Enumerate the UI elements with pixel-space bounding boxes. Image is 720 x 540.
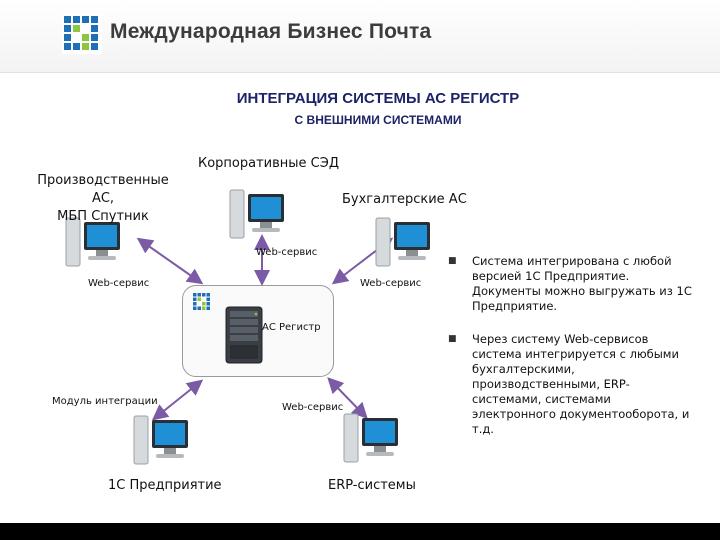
node-label-accounting: Бухгалтерские АС — [342, 192, 467, 207]
page-title: ИНТЕГРАЦИЯ СИСТЕМЫ АС РЕГИСТР — [236, 90, 520, 107]
bullet-item: ■ Через систему Web-сервисов система инт… — [448, 332, 698, 437]
info-bullet-list: ■ Система интегрирована с любой версией … — [448, 254, 698, 455]
brand-name: Международная Бизнес Почта — [110, 20, 432, 43]
company-logo-icon — [62, 14, 102, 54]
footer-bar — [0, 523, 720, 540]
company-logo-small-icon — [193, 293, 210, 310]
computer-production-icon — [65, 217, 120, 267]
bullet-square-icon: ■ — [448, 334, 457, 344]
bullet-item: ■ Система интегрирована с любой версией … — [448, 254, 698, 314]
bullet-square-icon: ■ — [448, 256, 457, 266]
computer-onec-icon — [133, 415, 188, 465]
edge-label-right: Web-сервис — [360, 278, 422, 289]
center-label: АС Регистр — [262, 322, 321, 333]
computer-erp-icon — [343, 413, 398, 463]
bullet-text: Система интегрирована с любой версией 1С… — [472, 254, 692, 313]
page-subtitle: С ВНЕШНИМИ СИСТЕМАМИ — [294, 113, 462, 127]
computer-accounting-icon — [375, 217, 430, 267]
header-bar: Международная Бизнес Почта — [0, 0, 720, 73]
bullet-text: Через систему Web-сервисов система интег… — [472, 332, 690, 436]
edge-label-top: Web-сервис — [256, 247, 318, 258]
node-label-integration-module: Модуль интеграции — [52, 396, 158, 407]
node-label-production: Производственные АС, МБП Спутник — [37, 173, 169, 224]
edge-label-bottom: Web-сервис — [282, 402, 344, 413]
node-label-erp: ERP-системы — [328, 478, 416, 493]
edge-label-left: Web-сервис — [88, 278, 150, 289]
arrow-production — [136, 237, 204, 285]
server-icon — [225, 306, 263, 364]
computer-corporate-icon — [229, 189, 284, 239]
node-label-corporate: Корпоративные СЭД — [198, 156, 339, 171]
node-label-onec: 1С Предприятие — [108, 478, 222, 493]
